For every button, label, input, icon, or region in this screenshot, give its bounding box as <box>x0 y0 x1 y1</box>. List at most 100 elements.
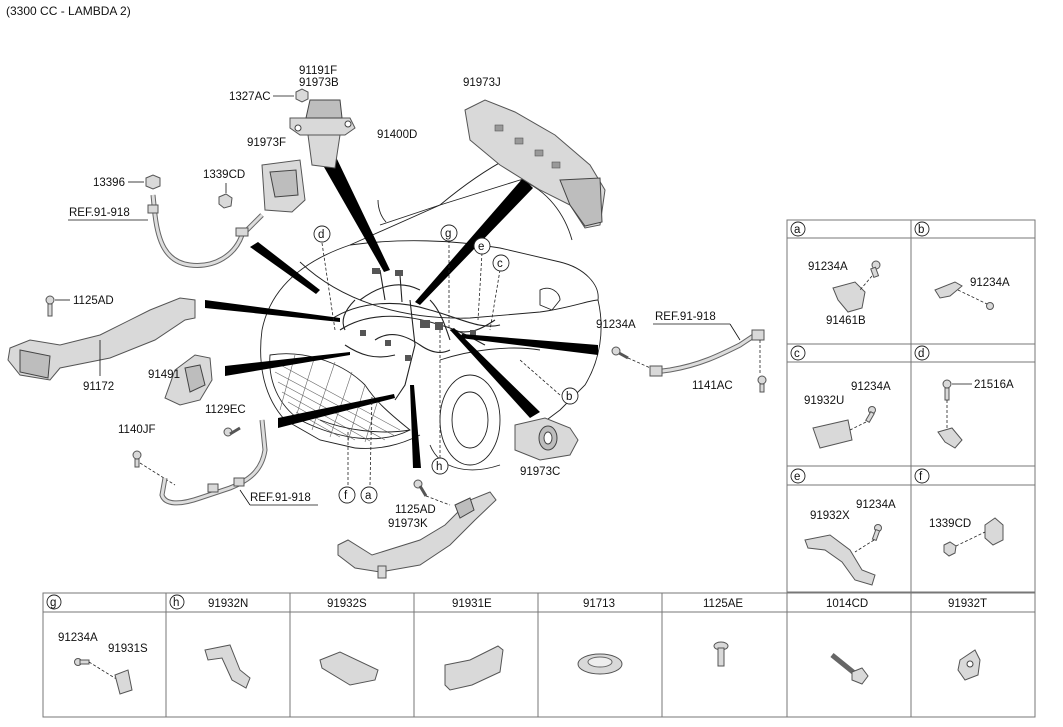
svg-text:h: h <box>436 461 442 473</box>
svg-text:e: e <box>794 471 800 483</box>
harness-connectors <box>360 268 476 361</box>
ground-cable-right <box>649 323 765 377</box>
svg-text:g: g <box>50 597 56 609</box>
box-c-parts: 91234A 91932U <box>804 381 891 449</box>
label-91234a-mid: 91234A <box>596 319 636 331</box>
svg-text:h: h <box>173 597 179 609</box>
callout-f[interactable]: f <box>338 486 356 504</box>
table-header-1125ae: 1125AE <box>703 598 743 610</box>
table-header-91932n: 91932N <box>208 598 248 610</box>
label-1327ac: 1327AC <box>229 91 271 103</box>
table-header-1014cd: 1014CD <box>826 598 868 610</box>
cover-91973j <box>464 99 606 229</box>
clip-1339cd <box>218 183 233 209</box>
g-label-91931s: 91931S <box>108 643 148 655</box>
box-f-label-1339cd: 1339CD <box>929 518 971 530</box>
box-e-letter: e <box>790 468 806 484</box>
label-1125ad-bottom: 1125AD <box>395 504 436 516</box>
part-1014cd <box>830 653 869 685</box>
label-91973k: 91973K <box>388 518 428 530</box>
box-a-letter: a <box>790 221 806 237</box>
callout-g[interactable]: g <box>440 224 458 242</box>
svg-text:f: f <box>344 490 348 502</box>
label-91491: 91491 <box>148 369 180 381</box>
svg-text:b: b <box>566 391 572 403</box>
table-g-parts: 91234A 91931S <box>58 632 148 695</box>
bracket-91191f <box>289 99 356 169</box>
callout-h[interactable]: h <box>431 457 449 475</box>
car-body-outline <box>260 139 602 471</box>
svg-text:b: b <box>918 224 924 236</box>
part-91932n <box>204 644 251 689</box>
label-ref-91-918-upper: REF.91-918 <box>69 207 130 219</box>
part-1125ae <box>713 641 729 667</box>
label-91973f: 91973F <box>247 137 286 149</box>
box-b-parts: 91234A <box>934 277 1010 310</box>
box-c-label-91932u: 91932U <box>804 395 844 407</box>
part-91931e <box>444 645 504 691</box>
box-e-parts: 91234A 91932X <box>804 499 896 586</box>
bolt-1129ec <box>223 426 241 437</box>
bottom-table-grid <box>42 592 1036 718</box>
label-1140jf: 1140JF <box>118 424 156 436</box>
battery-cable-lower <box>159 419 318 506</box>
callout-b[interactable]: b <box>561 387 579 405</box>
box-a-parts: 91234A 91461B <box>808 260 881 327</box>
svg-text:d: d <box>318 229 324 241</box>
label-91973c: 91973C <box>520 466 560 478</box>
box-d-label-21516a: 21516A <box>974 379 1014 391</box>
box-b-letter: b <box>914 221 930 237</box>
box-c-letter: c <box>790 345 806 361</box>
svg-text:d: d <box>918 348 924 360</box>
nut-13396 <box>128 174 161 190</box>
label-91172: 91172 <box>83 381 114 393</box>
part-91932s <box>319 651 379 686</box>
callout-d[interactable]: d <box>313 225 331 243</box>
box-a-label-91461b: 91461B <box>826 315 866 327</box>
label-ref-91-918-right: REF.91-918 <box>655 311 716 323</box>
g-label-91234a: 91234A <box>58 632 98 644</box>
duct-91172 <box>7 297 196 381</box>
box-e-label-91234a: 91234A <box>856 499 896 511</box>
box-c-label-91234a: 91234A <box>851 381 891 393</box>
table-header-91932t: 91932T <box>948 598 987 610</box>
svg-text:g: g <box>445 228 451 240</box>
part-91713 <box>577 653 623 675</box>
nut-1327ac <box>273 88 309 103</box>
svg-text:c: c <box>497 258 503 270</box>
part-91932t <box>957 649 981 681</box>
callout-c[interactable]: c <box>492 254 510 272</box>
box-f-letter: f <box>914 468 930 484</box>
box-d-parts: 21516A <box>937 379 1014 449</box>
callout-a[interactable]: a <box>360 486 378 504</box>
svg-text:f: f <box>919 471 923 483</box>
label-13396: 13396 <box>93 177 125 189</box>
box-b-label-91234a: 91234A <box>970 277 1010 289</box>
box-a-label-91234a: 91234A <box>808 261 848 273</box>
box-f-parts: 1339CD <box>929 517 1004 557</box>
table-header-91932s: 91932S <box>327 598 367 610</box>
bolt-1125ad-left <box>45 295 70 317</box>
callout-e[interactable]: e <box>473 237 491 255</box>
location-wedges <box>205 157 598 468</box>
battery-cable-upper <box>68 194 264 268</box>
bracket-91973k <box>337 491 497 579</box>
connector-91973c <box>514 417 579 461</box>
label-ref-91-918-lower: REF.91-918 <box>250 492 311 504</box>
engine-spec-header: (3300 CC - LAMBDA 2) <box>6 4 131 18</box>
table-header-91713: 91713 <box>583 598 615 610</box>
detail-grid <box>786 219 1036 593</box>
svg-text:a: a <box>794 224 801 236</box>
label-91191f: 91191F <box>299 65 337 77</box>
bolt-91234a-right <box>611 346 656 371</box>
label-1141ac: 1141AC <box>692 380 733 392</box>
bracket-91973f <box>261 159 306 213</box>
label-91400d: 91400D <box>377 129 417 141</box>
table-h-letter: h <box>169 594 185 610</box>
box-e-label-91932x: 91932X <box>810 510 850 522</box>
label-91973b: 91973B <box>299 77 339 89</box>
label-1339cd: 1339CD <box>203 169 245 181</box>
bolt-1125ad-bottom <box>413 479 451 506</box>
table-g-letter: g <box>46 594 62 610</box>
